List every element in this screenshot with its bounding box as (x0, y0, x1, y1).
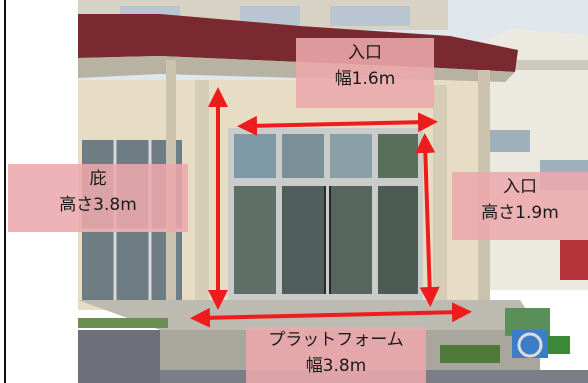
door-glass (378, 186, 418, 294)
neighbor-red-door (560, 240, 588, 280)
platform-width-value: 幅3.8m (305, 356, 367, 376)
shrubs (440, 345, 500, 363)
transom-glass (378, 134, 418, 178)
entrance-width-title: 入口 (348, 43, 382, 63)
pillar-inner-right (433, 85, 447, 305)
left-border-line (4, 0, 6, 383)
eave-height-title: 庇 (89, 169, 107, 189)
entrance-height-value: 高さ1.9m (481, 203, 559, 223)
upper-window (330, 6, 410, 26)
entrance-width-value: 幅1.6m (334, 69, 396, 89)
entrance-height-arrow (415, 133, 440, 307)
asphalt (78, 330, 160, 383)
dimension-arrows (190, 87, 472, 328)
pillar-inner (195, 80, 209, 310)
transom-glass (330, 134, 372, 178)
entrance-height-title: 入口 (503, 177, 537, 197)
neighbor-roofline (500, 60, 588, 70)
entrance-width-arrow (237, 112, 438, 136)
platform-width-label: プラットフォーム 幅3.8m (246, 327, 426, 383)
eave-height-value: 高さ3.8m (59, 195, 137, 215)
door-glass (282, 186, 324, 294)
platform-width-title: プラットフォーム (268, 330, 404, 350)
entrance-height-label: 入口 高さ1.9m (452, 172, 588, 240)
door-glass (234, 186, 276, 294)
upper-window (240, 6, 300, 26)
neighbor-window (490, 130, 530, 152)
entrance-width-label: 入口 幅1.6m (296, 38, 434, 108)
hose-reel (548, 336, 570, 354)
eave-height-label: 庇 高さ3.8m (8, 164, 188, 232)
transom-glass (234, 134, 276, 178)
grass (78, 318, 168, 328)
door-glass (330, 186, 372, 294)
transom-glass (282, 134, 324, 178)
platform-width-arrow (190, 302, 472, 328)
